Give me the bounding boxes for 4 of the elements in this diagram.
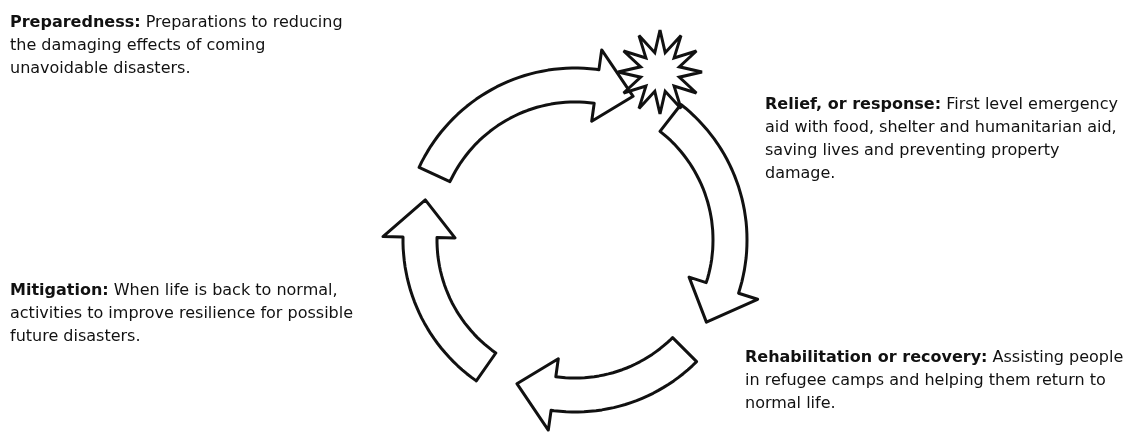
phase-description: Rehabilitation or recovery: Assisting people in refugee camps and helping them return to normal life. — [745, 346, 1125, 414]
phase-description: Preparedness: Preparations to reducing the damaging effects of coming unavoidable disasters. — [10, 11, 344, 79]
phase-description: Relief, or response: First level emergency aid with food, shelter and humanitarian aid, saving lives and preventing property damage. — [765, 93, 1119, 184]
phase-description: Mitigation: When life is back to normal, activities to improve resilience for possible future disasters. — [10, 279, 354, 347]
